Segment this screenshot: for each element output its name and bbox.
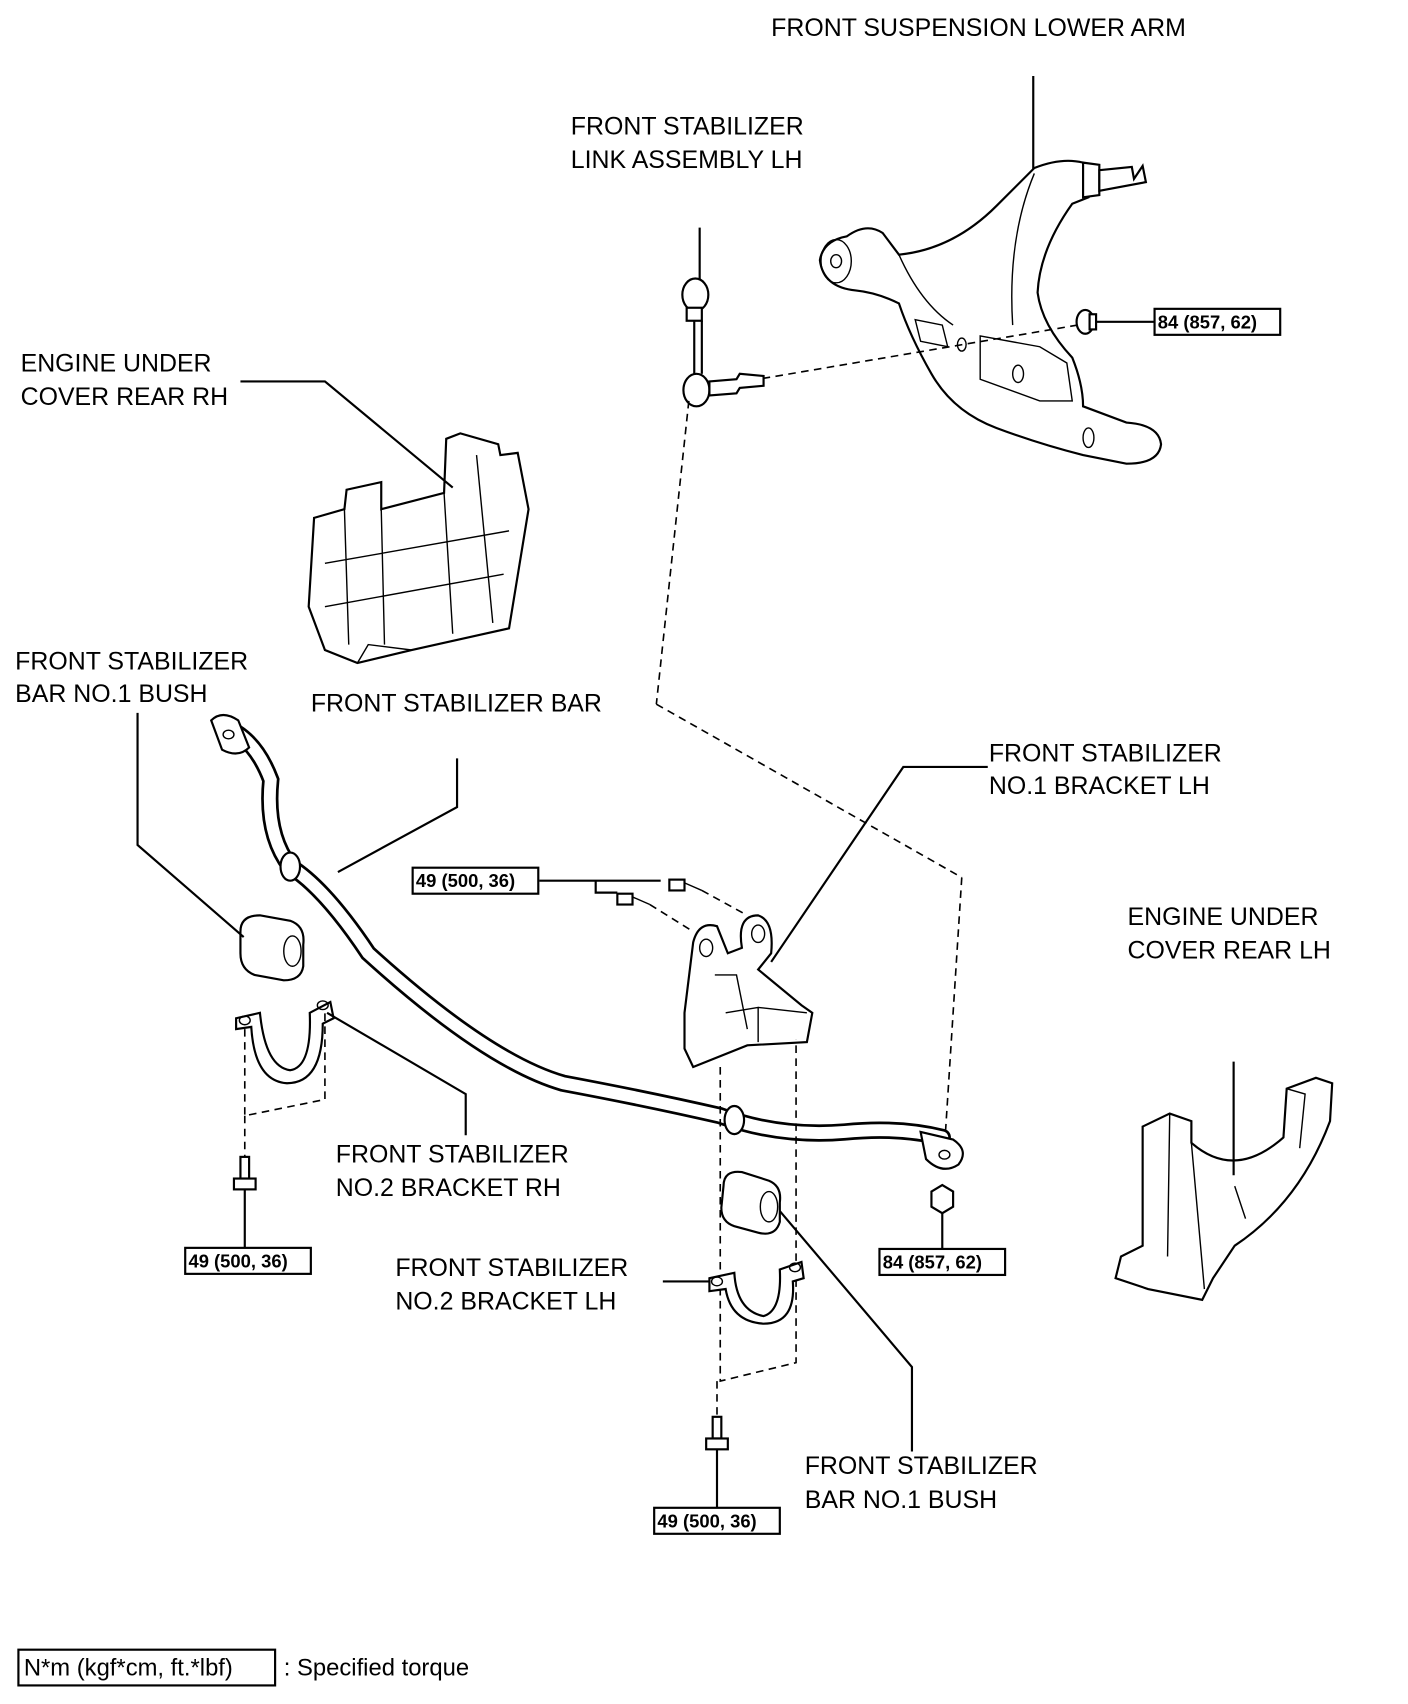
bracket-bolts-icon	[539, 878, 748, 933]
label-bracket2lh-line2: NO.2 BRACKET LH	[395, 1288, 616, 1316]
bolt-lh-icon	[705, 1381, 729, 1508]
link-nut-icon	[930, 1183, 955, 1249]
stabilizer-bar-drawing	[209, 713, 964, 1170]
label-cover-rh-line2: COVER REAR RH	[21, 383, 229, 411]
torque-lower-arm-nut: 84 (857, 62)	[1158, 311, 1257, 332]
label-bracket2rh-line1: FRONT STABILIZER	[336, 1140, 569, 1168]
legend-description: : Specified torque	[284, 1655, 469, 1682]
label-bracket2rh-line2: NO.2 BRACKET RH	[336, 1174, 561, 1202]
label-cover-lh-line1: ENGINE UNDER	[1127, 903, 1318, 931]
label-bush-lh-line1: FRONT STABILIZER	[805, 1452, 1038, 1480]
label-bracket1-line1: FRONT STABILIZER	[989, 740, 1222, 768]
label-bush-lh-line2: BAR NO.1 BUSH	[805, 1486, 997, 1514]
bush-lh-drawing	[720, 1170, 914, 1452]
label-cover-rh-line1: ENGINE UNDER	[21, 350, 212, 378]
label-bush-rh-line1: FRONT STABILIZER	[15, 648, 248, 676]
engine-under-cover-rh-drawing	[240, 380, 530, 665]
stabilizer-link-drawing	[681, 227, 765, 408]
bracket-lh-drawing	[662, 1260, 805, 1325]
label-stabilizer-bar: FRONT STABILIZER BAR	[311, 690, 602, 718]
torque-bracket-bolts: 49 (500, 36)	[416, 870, 515, 891]
bracket-no1-lh-drawing	[683, 765, 988, 1069]
label-cover-lh-line2: COVER REAR LH	[1127, 937, 1330, 965]
label-lower-arm: FRONT SUSPENSION LOWER ARM	[771, 14, 1186, 42]
label-bracket1-line2: NO.1 BRACKET LH	[989, 772, 1210, 800]
label-link-line2: LINK ASSEMBLY LH	[571, 146, 803, 174]
engine-under-cover-lh-drawing	[1114, 1061, 1334, 1302]
label-link-line1: FRONT STABILIZER	[571, 112, 804, 140]
torque-rh-bracket-bolt: 49 (500, 36)	[188, 1250, 287, 1271]
lower-arm-drawing	[818, 75, 1163, 465]
legend-unit: N*m (kgf*cm, ft.*lbf)	[24, 1655, 233, 1682]
torque-lh-bracket-bolt: 49 (500, 36)	[657, 1510, 756, 1531]
torque-link-nut: 84 (857, 62)	[883, 1251, 982, 1272]
bolt-rh-icon	[232, 1115, 257, 1248]
label-bracket2lh-line1: FRONT STABILIZER	[395, 1254, 628, 1282]
bracket-rh-drawing	[235, 1000, 467, 1136]
lower-arm-nut-icon	[1075, 308, 1098, 335]
label-bush-rh-line2: BAR NO.1 BUSH	[15, 680, 207, 708]
bush-rh-drawing	[136, 712, 305, 982]
